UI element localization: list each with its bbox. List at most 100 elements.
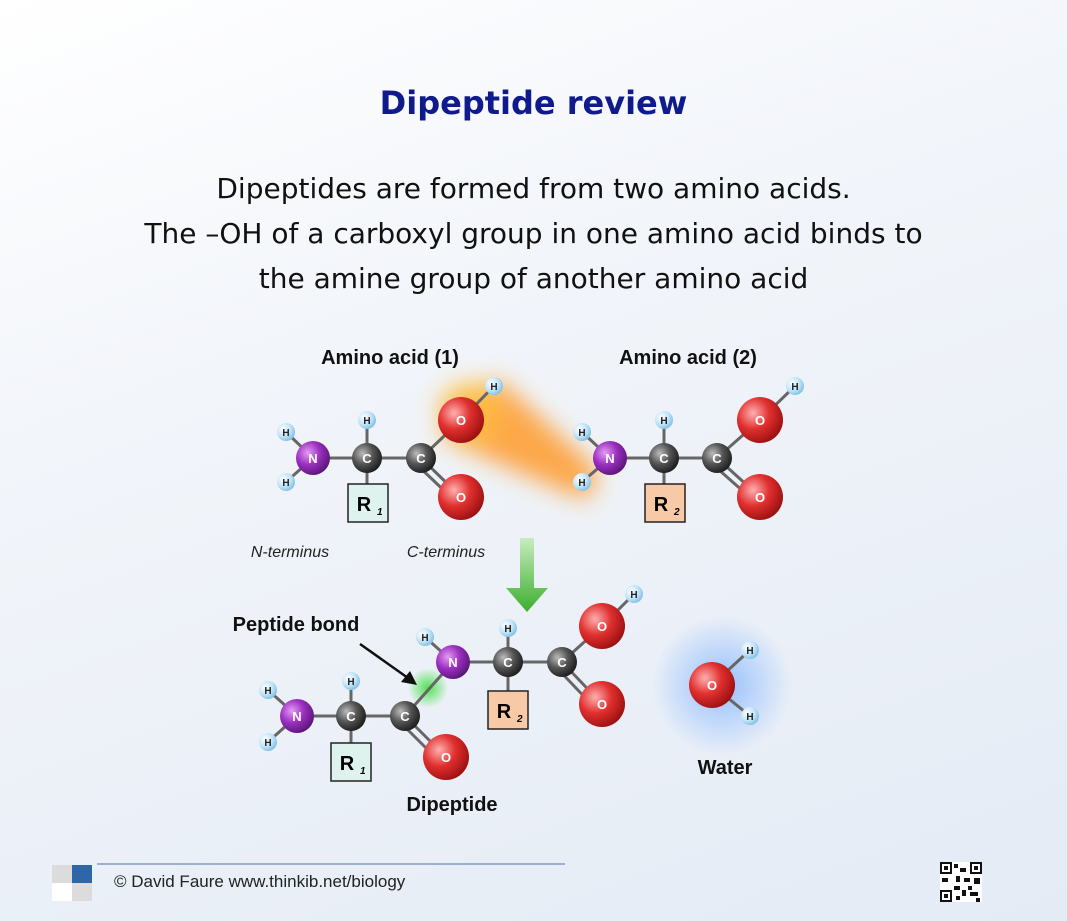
hydrogen-sphere <box>741 641 759 659</box>
footer-logo-square <box>52 883 72 901</box>
carbon-symbol: C <box>557 655 567 670</box>
carbon-symbol: C <box>503 655 513 670</box>
hydrogen-symbol: H <box>630 590 637 601</box>
hydrogen-atom: H <box>277 473 295 491</box>
hydrogen-sphere <box>573 423 591 441</box>
carbon-sphere <box>493 647 523 677</box>
hydrogen-symbol: H <box>282 428 289 439</box>
oxygen-symbol: O <box>597 619 607 634</box>
hydrogen-sphere <box>342 672 360 690</box>
peptide-bond-pointer-arrow-icon <box>359 642 417 685</box>
oxygen-sphere <box>737 474 783 520</box>
oxygen-atom: O <box>438 474 484 520</box>
hydrogen-sphere <box>573 473 591 491</box>
carbon-atom: C <box>649 443 679 473</box>
nitrogen-atom: N <box>436 645 470 679</box>
carbon-symbol: C <box>416 451 426 466</box>
svg-text:R: R <box>497 701 512 723</box>
footer-divider <box>97 863 565 865</box>
carbon-sphere <box>352 443 382 473</box>
hydrogen-sphere <box>277 473 295 491</box>
hydrogen-sphere <box>655 411 673 429</box>
slide-body: Dipeptides are formed from two amino aci… <box>0 166 1067 301</box>
nitrogen-atom: N <box>280 699 314 733</box>
r1-group-box-dipeptide: R 1 <box>330 742 372 782</box>
svg-text:1: 1 <box>377 507 383 518</box>
carbon-symbol: C <box>362 451 372 466</box>
qr-code-icon[interactable] <box>940 862 982 902</box>
oxygen-symbol: O <box>456 490 466 505</box>
oxygen-atom: O <box>737 397 783 443</box>
nitrogen-symbol: N <box>448 655 457 670</box>
carbon-atom: C <box>352 443 382 473</box>
hydrogen-atom: H <box>741 641 759 659</box>
oxygen-atom: O <box>689 662 735 708</box>
hydrogen-atom: H <box>573 423 591 441</box>
hydrogen-atom: H <box>277 423 295 441</box>
carbon-atom: C <box>336 701 366 731</box>
hydrogen-sphere <box>485 377 503 395</box>
nitrogen-atom: N <box>593 441 627 475</box>
nitrogen-sphere <box>296 441 330 475</box>
carbon-atom: C <box>390 701 420 731</box>
carbon-atom: C <box>702 443 732 473</box>
hydrogen-symbol: H <box>347 677 354 688</box>
hydrogen-atom: H <box>741 707 759 725</box>
oxygen-sphere <box>438 397 484 443</box>
oxygen-sphere <box>689 662 735 708</box>
hydrogen-symbol: H <box>282 478 289 489</box>
svg-text:2: 2 <box>673 507 680 518</box>
hydrogen-atom: H <box>259 733 277 751</box>
carbon-symbol: C <box>659 451 669 466</box>
hydrogen-sphere <box>358 411 376 429</box>
carbon-atom: C <box>406 443 436 473</box>
dipeptide-label: Dipeptide <box>406 794 497 816</box>
footer-logo-square <box>72 865 92 883</box>
nitrogen-symbol: N <box>308 451 317 466</box>
hydrogen-symbol: H <box>264 738 271 749</box>
footer-logo-square <box>72 883 92 901</box>
hydrogen-atom: H <box>259 681 277 699</box>
hydrogen-atom: H <box>573 473 591 491</box>
hydrogen-symbol: H <box>746 712 753 723</box>
hydrogen-atom: H <box>655 411 673 429</box>
amino-acid-2-label: Amino acid (2) <box>619 347 757 369</box>
svg-text:R: R <box>357 494 372 516</box>
r2-group-box: R 2 <box>644 483 686 523</box>
hydrogen-sphere <box>499 619 517 637</box>
oxygen-symbol: O <box>755 490 765 505</box>
oxygen-atom: O <box>423 734 469 780</box>
peptide-bond-label: Peptide bond <box>233 614 360 636</box>
oxygen-symbol: O <box>456 413 466 428</box>
nitrogen-atom: N <box>296 441 330 475</box>
hydrogen-atom: H <box>625 585 643 603</box>
body-line: Dipeptides are formed from two amino aci… <box>216 172 851 205</box>
hydrogen-atom: H <box>499 619 517 637</box>
hydrogen-sphere <box>416 628 434 646</box>
svg-text:R: R <box>654 494 669 516</box>
hydrogen-atom: H <box>485 377 503 395</box>
oxygen-atom: O <box>579 603 625 649</box>
hydrogen-symbol: H <box>421 633 428 644</box>
hydrogen-symbol: H <box>578 428 585 439</box>
nitrogen-symbol: N <box>292 709 301 724</box>
nitrogen-sphere <box>280 699 314 733</box>
hydrogen-symbol: H <box>660 416 667 427</box>
carbon-sphere <box>649 443 679 473</box>
hydrogen-sphere <box>259 681 277 699</box>
body-line: The –OH of a carboxyl group in one amino… <box>144 217 923 250</box>
oxygen-sphere <box>737 397 783 443</box>
body-line: the amine group of another amino acid <box>258 262 809 295</box>
carbon-sphere <box>547 647 577 677</box>
hydrogen-symbol: H <box>363 416 370 427</box>
carbon-atom: C <box>547 647 577 677</box>
hydrogen-atom: H <box>416 628 434 646</box>
carbon-sphere <box>390 701 420 731</box>
oxygen-sphere <box>423 734 469 780</box>
nitrogen-sphere <box>593 441 627 475</box>
hydrogen-symbol: H <box>504 624 511 635</box>
reaction-arrow-icon <box>506 538 548 612</box>
carbon-atom: C <box>493 647 523 677</box>
